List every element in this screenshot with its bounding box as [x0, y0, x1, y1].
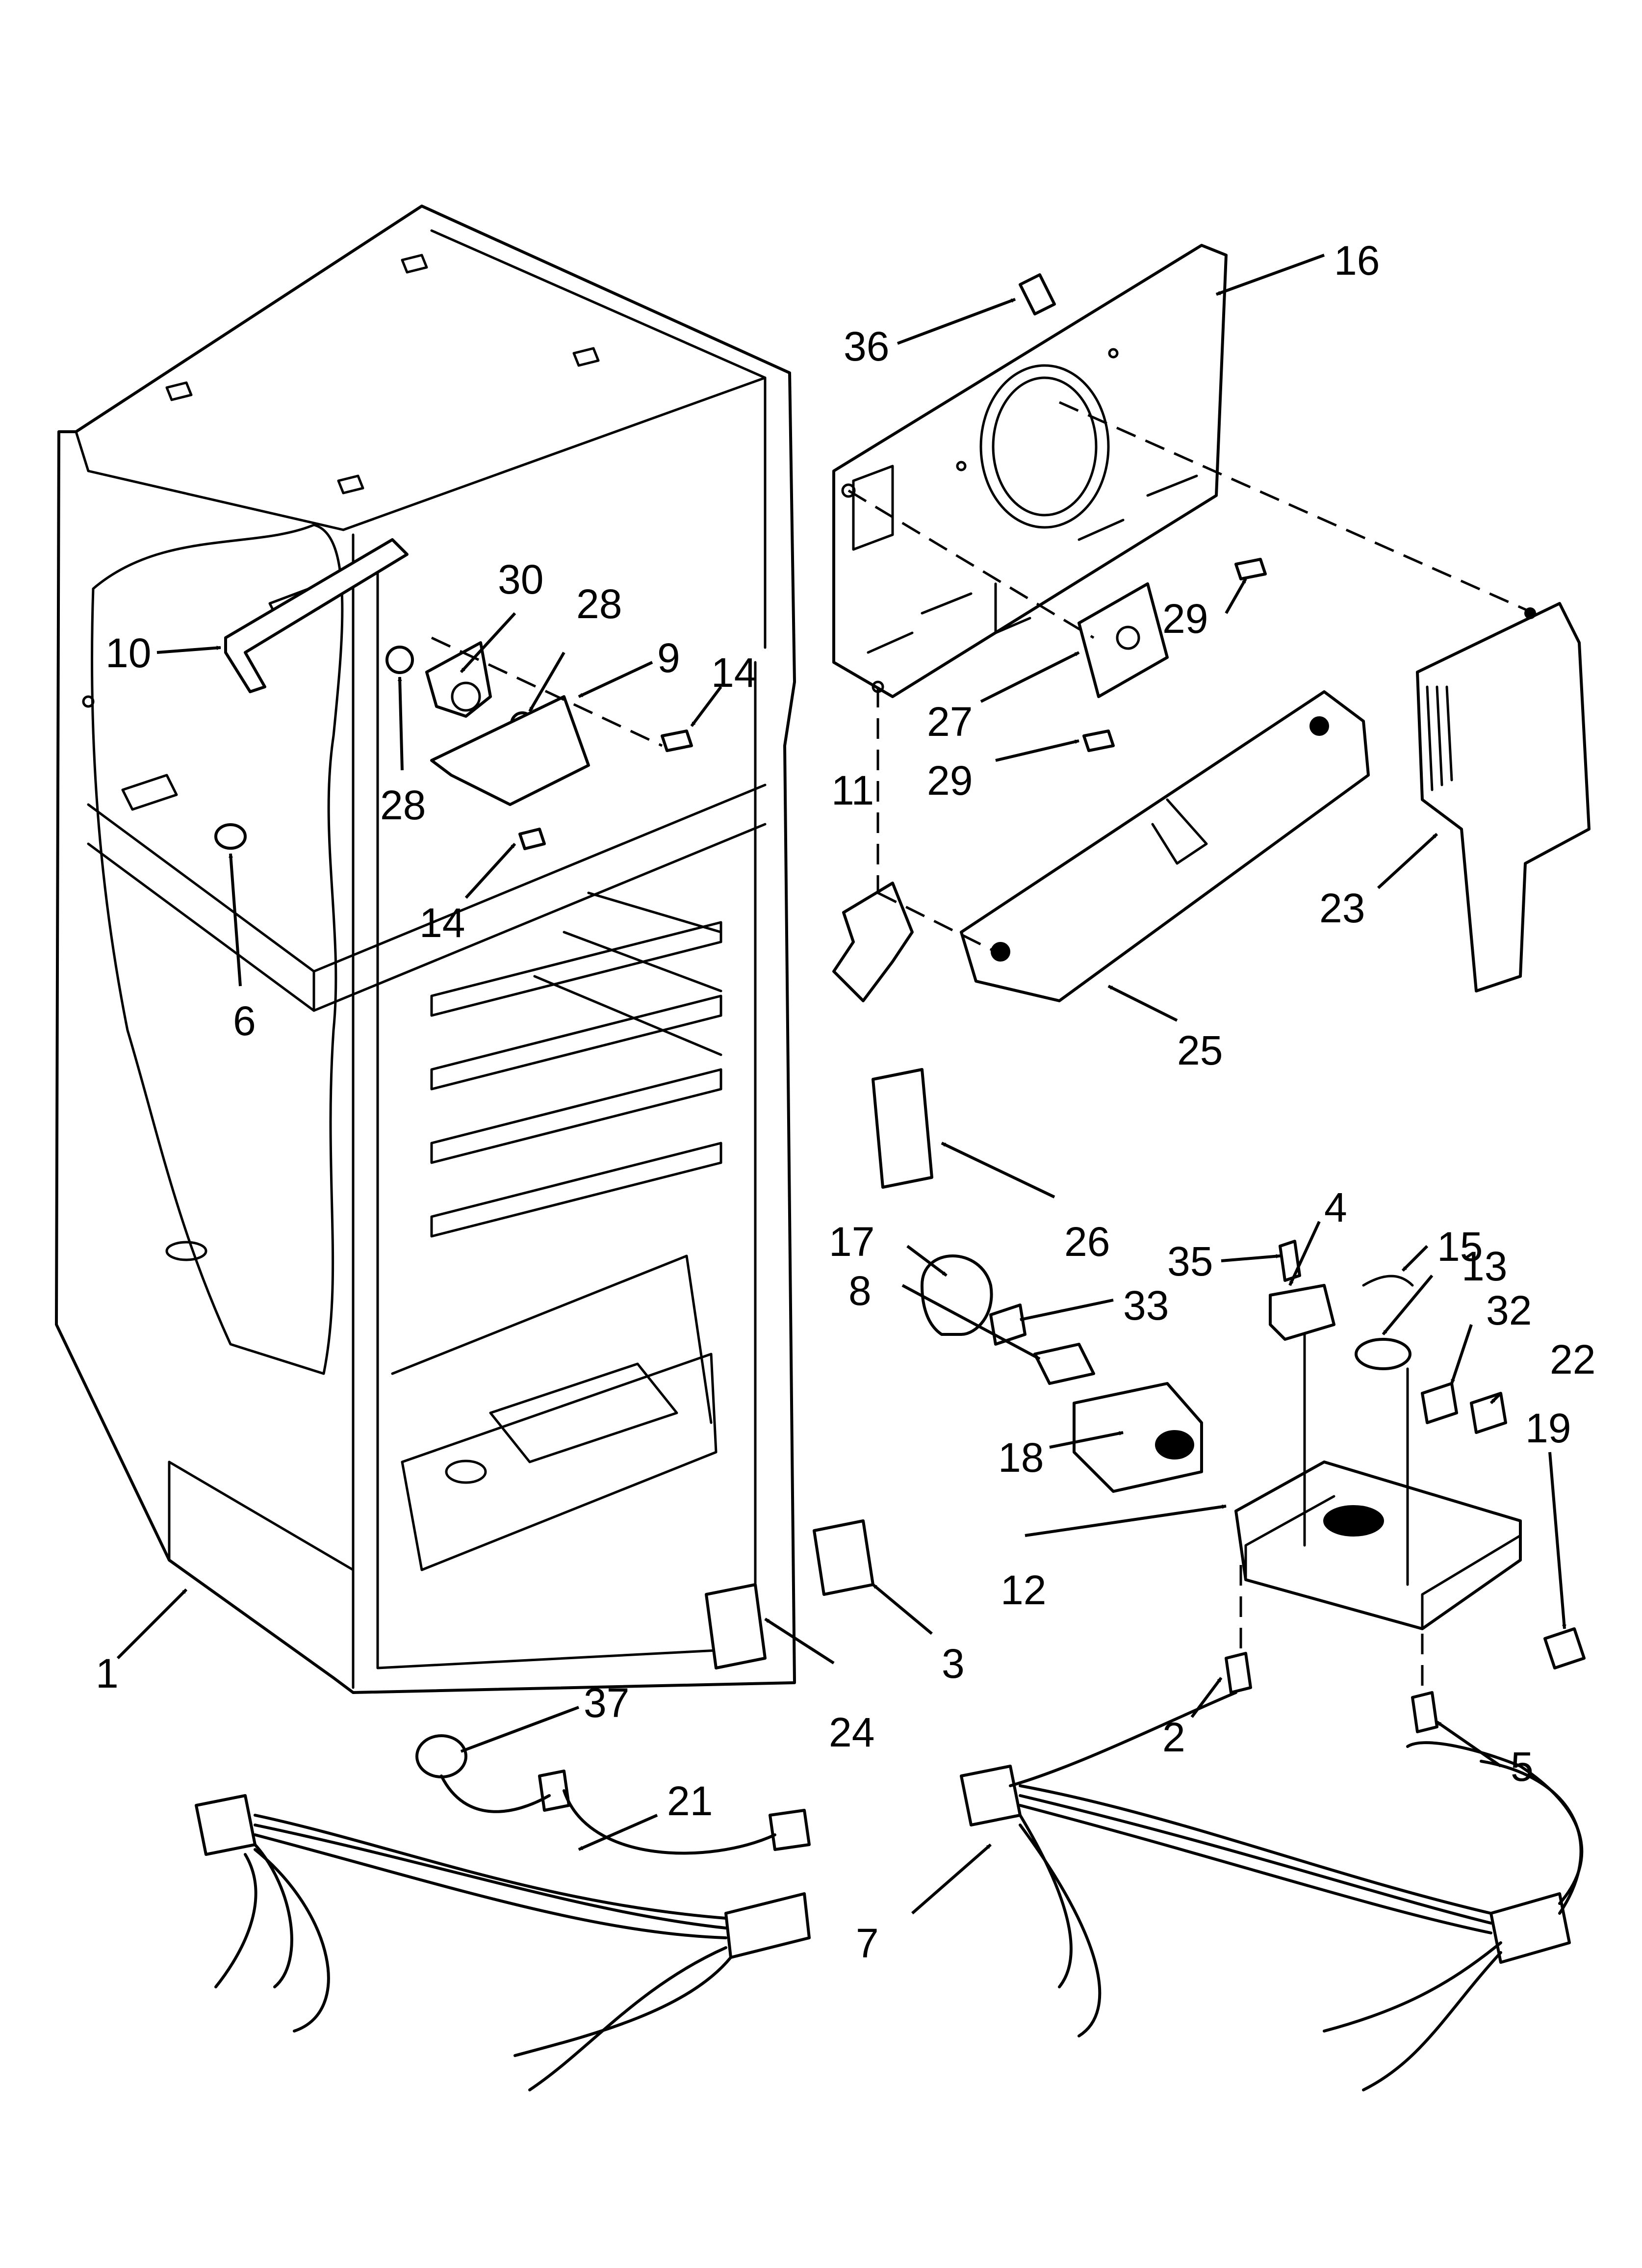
callout-16: 16: [1334, 237, 1380, 284]
callout-8: 8: [848, 1268, 872, 1314]
callout-14a: 14: [711, 650, 757, 696]
screw-29b: [1082, 730, 1115, 752]
socket-33: [989, 1303, 1026, 1346]
screw-14b: [518, 828, 546, 850]
callout-5: 5: [1511, 1744, 1534, 1790]
plug-6: [214, 823, 247, 850]
knob-28a: [385, 646, 414, 674]
callout-2: 2: [1162, 1714, 1185, 1760]
wire-harness-21: [195, 1734, 811, 2091]
lamp-shield-18: [1073, 1382, 1203, 1493]
connector-3: [813, 1519, 874, 1596]
callout-1: 1: [96, 1650, 119, 1696]
callout-24: 24: [829, 1709, 874, 1755]
plug-22: [1470, 1392, 1507, 1434]
callout-27: 27: [927, 699, 973, 745]
callout-33: 33: [1123, 1282, 1169, 1329]
callout-28a: 28: [576, 581, 622, 627]
clip-36: [1019, 273, 1056, 315]
air-duct-grille: [960, 690, 1370, 1002]
air-duct: [1416, 602, 1591, 992]
bracket-10: [224, 538, 409, 693]
screw-5: [1411, 1691, 1438, 1733]
callout-12: 12: [1001, 1567, 1046, 1613]
bracket-9: [430, 695, 590, 806]
callout-17: 17: [829, 1219, 874, 1265]
callout-28b: 28: [380, 782, 426, 828]
callout-32: 32: [1486, 1287, 1532, 1333]
callout-4: 4: [1324, 1184, 1347, 1230]
callout-23: 23: [1319, 885, 1365, 931]
control-housing-12: [1234, 1460, 1522, 1630]
switch-26: [872, 1068, 933, 1189]
thermostat-4: [1269, 1284, 1335, 1341]
callout-18: 18: [998, 1434, 1044, 1481]
callout-36: 36: [844, 323, 889, 369]
callout-35: 35: [1167, 1238, 1213, 1284]
callout-19: 19: [1525, 1405, 1571, 1451]
relay-13: [1355, 1338, 1411, 1370]
control-30: [425, 641, 492, 718]
fan-blade-11: [832, 882, 914, 1002]
evaporator-cover: [832, 244, 1228, 698]
plate-32: [1421, 1382, 1458, 1424]
callout-30: 30: [498, 556, 543, 602]
callout-22: 22: [1550, 1336, 1595, 1382]
wire-harness-7: [960, 1691, 1584, 2091]
callout-3: 3: [942, 1641, 965, 1687]
callout-21: 21: [667, 1778, 713, 1824]
clip-19: [1543, 1627, 1586, 1669]
leader-arrows: [116, 254, 1566, 1915]
callout-numbers: 1 2 3 4 5 6 7 8 9 10 11 12 13 14 14 15 1…: [96, 237, 1595, 1966]
callout-14b: 14: [419, 900, 465, 946]
callout-29b: 29: [927, 757, 973, 804]
callout-13: 13: [1462, 1243, 1507, 1289]
callout-10: 10: [105, 630, 151, 676]
screw-29a: [1234, 558, 1267, 580]
callout-37: 37: [584, 1680, 629, 1726]
callout-26: 26: [1064, 1219, 1110, 1265]
callout-9: 9: [657, 635, 680, 681]
connector-24: [705, 1583, 767, 1669]
screw-2: [1225, 1652, 1252, 1694]
screw-35: [1279, 1240, 1301, 1282]
callout-15: 15: [1437, 1224, 1483, 1270]
switch-8: [1033, 1343, 1095, 1385]
screw-14a: [661, 730, 693, 752]
liner-cabinet: [55, 205, 796, 1694]
callout-7: 7: [856, 1920, 879, 1966]
callout-11: 11: [831, 767, 874, 813]
tube-15: [1362, 1275, 1414, 1287]
shield-27: [1078, 582, 1169, 698]
callout-25: 25: [1177, 1027, 1223, 1073]
callout-29a: 29: [1162, 596, 1208, 642]
callout-6: 6: [233, 998, 256, 1044]
lamp-17: [921, 1254, 993, 1336]
